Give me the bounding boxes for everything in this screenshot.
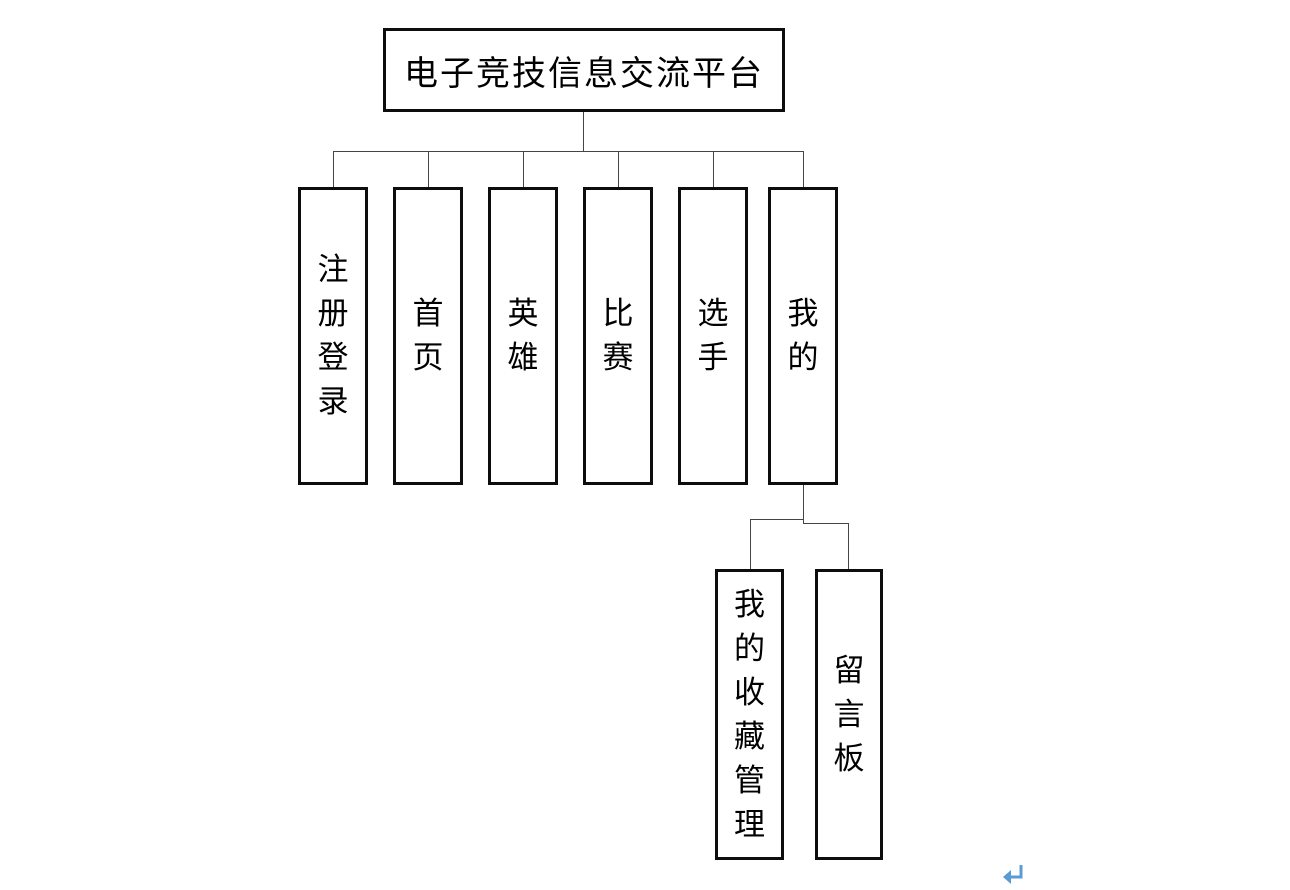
connector-drop-mine bbox=[803, 151, 804, 187]
node-matches: 比 赛 bbox=[583, 187, 653, 485]
node-register-login-label: 注 册 登 录 bbox=[317, 252, 349, 420]
connector-mine-right-h bbox=[803, 523, 849, 524]
connector-mine-stem bbox=[803, 485, 804, 523]
root-node-label: 电子竞技信息交流平台 bbox=[404, 53, 764, 94]
node-heroes-label: 英 雄 bbox=[507, 296, 539, 376]
node-players: 选 手 bbox=[678, 187, 748, 485]
node-home-label: 首 页 bbox=[412, 296, 444, 376]
node-mine: 我 的 bbox=[768, 187, 838, 485]
node-register-login: 注 册 登 录 bbox=[298, 187, 368, 485]
connector-drop-heroes bbox=[523, 151, 524, 187]
node-my-favorites-management-label: 我 的 收 藏 管 理 bbox=[734, 586, 765, 843]
node-message-board-label: 留 言 板 bbox=[833, 652, 865, 777]
connector-drop-players bbox=[713, 151, 714, 187]
connector-drop-matches bbox=[618, 151, 619, 187]
connector-drop-register-login bbox=[333, 151, 334, 187]
node-message-board: 留 言 板 bbox=[815, 569, 883, 860]
connector-root-stem bbox=[583, 112, 584, 152]
connector-bus bbox=[333, 151, 804, 152]
return-mark-icon bbox=[1003, 865, 1023, 884]
node-mine-label: 我 的 bbox=[787, 296, 819, 376]
root-node: 电子竞技信息交流平台 bbox=[383, 28, 785, 112]
connector-drop-message-board bbox=[848, 523, 849, 569]
node-matches-label: 比 赛 bbox=[602, 296, 634, 376]
node-heroes: 英 雄 bbox=[488, 187, 558, 485]
node-players-label: 选 手 bbox=[697, 296, 729, 376]
connector-drop-home bbox=[428, 151, 429, 187]
connector-drop-favorites bbox=[750, 519, 751, 569]
node-home: 首 页 bbox=[393, 187, 463, 485]
node-my-favorites-management: 我 的 收 藏 管 理 bbox=[715, 569, 784, 860]
connector-mine-left-h bbox=[750, 519, 804, 520]
